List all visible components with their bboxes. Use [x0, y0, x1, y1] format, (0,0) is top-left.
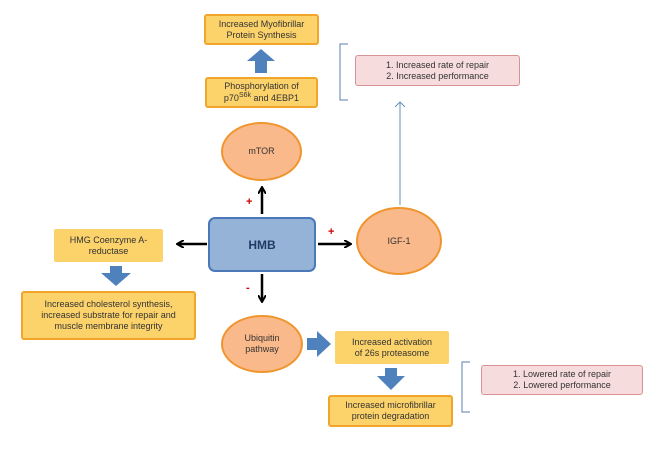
outcome-increase-line2: 2. Increased performance: [386, 70, 489, 81]
block-arrow-down-hmg: [101, 266, 131, 286]
cholesterol-box: Increased cholesterol synthesis, increas…: [21, 291, 196, 340]
phosphorylation-s6k: S6k: [238, 92, 252, 99]
outcome-decrease-box: 1. Lowered rate of repair 2. Lowered per…: [481, 365, 643, 395]
ubiquitin-line1: Ubiquitin: [244, 333, 280, 343]
outcome-increase-line1: 1. Increased rate of repair: [385, 59, 490, 70]
igf1-label: IGF-1: [387, 235, 411, 246]
bracket-decrease: [461, 361, 470, 413]
cholesterol-line1: Increased cholesterol synthesis,: [44, 299, 173, 309]
mtor-node: mTOR: [221, 122, 302, 181]
block-arrow-right-ubiquitin: [307, 331, 331, 357]
igf1-plus-sign: +: [328, 226, 335, 238]
degradation-line2: protein degradation: [351, 411, 430, 421]
ubiquitin-minus-sign: -: [246, 282, 250, 294]
degradation-line1: Increased microfibrillar: [345, 400, 436, 410]
proteasome-line1: Increased activation: [351, 336, 433, 347]
outcome-decrease-line1: 1. Lowered rate of repair: [512, 369, 612, 379]
phosphorylation-line2: p70S6k and 4EBP1: [224, 92, 299, 104]
hmg-line2: reductase: [88, 245, 129, 256]
hmg-reductase-box: HMG Coenzyme A- reductase: [54, 229, 163, 262]
phosphorylation-rest: and 4EBP1: [251, 93, 300, 103]
igf1-node: IGF-1: [356, 207, 442, 275]
phosphorylation-p70: p70: [223, 93, 239, 103]
ubiquitin-line2: pathway: [245, 344, 279, 354]
hmg-line1: HMG Coenzyme A-: [69, 234, 148, 245]
phosphorylation-line1: Phosphorylation of: [224, 81, 299, 91]
mtor-label: mTOR: [248, 146, 275, 156]
phosphorylation-box: Phosphorylation of p70S6k and 4EBP1: [205, 77, 318, 108]
mtor-plus-sign: +: [246, 196, 253, 208]
cholesterol-line2: increased substrate for repair and: [41, 310, 176, 320]
hmb-node: HMB: [208, 217, 316, 272]
block-arrow-up: [247, 49, 275, 73]
myofibrillar-line1: Increased Myofibrillar: [218, 18, 305, 29]
outcome-decrease-line2: 2. Lowered performance: [513, 380, 611, 390]
myofibrillar-line2: Protein Synthesis: [226, 29, 297, 40]
hmb-label: HMB: [248, 237, 276, 252]
myofibrillar-synthesis-box: Increased Myofibrillar Protein Synthesis: [204, 14, 319, 45]
bracket-increase: [339, 43, 348, 101]
proteasome-line2: of 26s proteasome: [354, 347, 430, 358]
outcome-increase-box: 1. Increased rate of repair 2. Increased…: [355, 55, 520, 86]
proteasome-box: Increased activation of 26s proteasome: [335, 331, 449, 364]
ubiquitin-node: Ubiquitin pathway: [221, 315, 303, 373]
block-arrow-down-proteasome: [377, 368, 405, 390]
degradation-box: Increased microfibrillar protein degrada…: [328, 395, 453, 427]
cholesterol-line3: muscle membrane integrity: [54, 321, 163, 331]
